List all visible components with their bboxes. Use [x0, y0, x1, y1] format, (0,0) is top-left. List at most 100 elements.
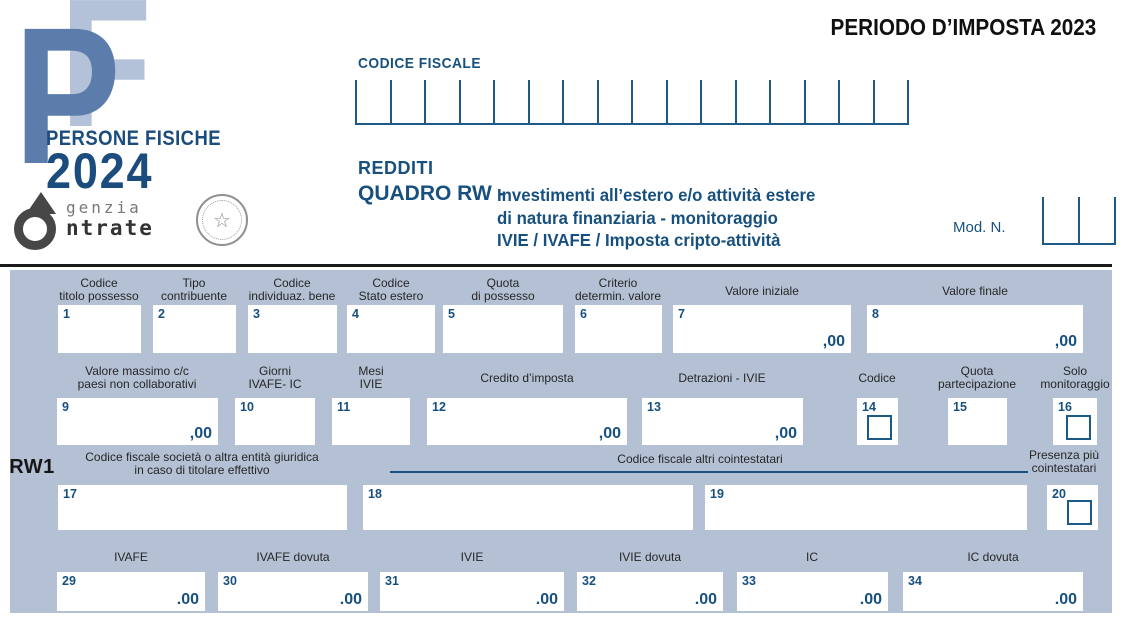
decimal-suffix: ,00 [774, 425, 797, 442]
cf-cell[interactable] [424, 80, 459, 123]
field-number: 31 [385, 574, 399, 588]
field-number: 14 [862, 400, 876, 414]
label-solo-monitoraggio: Solo monitoraggio [1040, 364, 1110, 391]
header-divider [0, 264, 1112, 267]
emblem-star-icon: ☆ [202, 200, 242, 240]
republic-emblem-icon: ☆ [196, 194, 248, 246]
codice-fiscale-input[interactable] [355, 80, 909, 125]
decimal-suffix: .00 [859, 591, 882, 608]
field-11-mesi-ivie-input[interactable]: 11 [332, 398, 410, 445]
field-4-stato-estero-input[interactable]: 4 [347, 305, 435, 353]
cf-cell[interactable] [562, 80, 597, 123]
field-number: 29 [62, 574, 76, 588]
field-16-checkbox[interactable] [1066, 415, 1091, 440]
field-30-ivafe-dovuta-input[interactable]: 30.00 [218, 572, 368, 611]
label-giorni-ivafe: Giorni IVAFE- IC [248, 364, 302, 391]
field-9-valore-massimo-input[interactable]: 9,00 [57, 398, 218, 445]
cf-cell[interactable] [803, 80, 839, 123]
field-10-giorni-ivafe-input[interactable]: 10 [235, 398, 315, 445]
label-stato-estero: Codice Stato estero [358, 276, 424, 303]
cf-cell[interactable] [389, 80, 425, 123]
modn-cell[interactable] [1042, 197, 1078, 243]
modn-cell[interactable] [1078, 197, 1114, 243]
label-ivie: IVIE [460, 550, 484, 564]
field-19-cf-cointestatario-input[interactable]: 19 [705, 485, 1027, 530]
quadro-rw-title: QUADRO RW - [358, 182, 505, 205]
field-29-ivafe-input[interactable]: 29.00 [57, 572, 205, 611]
label-detrazioni-ivie: Detrazioni - IVIE [678, 371, 766, 385]
field-number: 30 [223, 574, 237, 588]
field-14-checkbox[interactable] [867, 415, 892, 440]
label-ic: IC [806, 550, 818, 564]
field-32-ivie-dovuta-input[interactable]: 32.00 [577, 572, 723, 611]
field-3-individuaz-bene-input[interactable]: 3 [248, 305, 337, 353]
field-number: 9 [62, 400, 69, 414]
codice-fiscale-label: CODICE FISCALE [358, 55, 481, 72]
field-number: 6 [580, 307, 587, 321]
field-31-ivie-input[interactable]: 31.00 [380, 572, 564, 611]
field-number: 19 [710, 487, 724, 501]
field-2-tipo-contribuente-input[interactable]: 2 [153, 305, 236, 353]
mod-n-label: Mod. N. [953, 219, 1006, 236]
field-6-criterio-input[interactable]: 6 [575, 305, 662, 353]
field-5-quota-possesso-input[interactable]: 5 [443, 305, 563, 353]
field-14-codice-input[interactable]: 14 [857, 398, 898, 445]
field-number: 2 [158, 307, 165, 321]
mod-n-input[interactable] [1042, 197, 1116, 245]
field-number: 32 [582, 574, 596, 588]
field-15-quota-partecipazione-input[interactable]: 15 [948, 398, 1007, 445]
cf-cell[interactable] [734, 80, 770, 123]
field-20-presenza-cointestatari-input[interactable]: 20 [1047, 485, 1098, 530]
label-valore-finale: Valore finale [942, 284, 1008, 298]
field-number: 10 [240, 400, 254, 414]
field-18-cf-cointestatario-input[interactable]: 18 [363, 485, 693, 530]
field-33-ic-input[interactable]: 33.00 [737, 572, 888, 611]
decimal-suffix: ,00 [189, 425, 212, 442]
decimal-suffix: .00 [535, 591, 558, 608]
field-12-credito-imposta-input[interactable]: 12,00 [427, 398, 627, 445]
field-number: 8 [872, 307, 879, 321]
field-number: 11 [337, 400, 351, 414]
decimal-suffix: .00 [339, 591, 362, 608]
cointestatari-underline [390, 471, 1028, 473]
decimal-suffix: .00 [176, 591, 199, 608]
cf-cell[interactable] [355, 80, 390, 123]
field-16-solo-monitoraggio-input[interactable]: 16 [1053, 398, 1097, 445]
label-presenza-cointestatari: Presenza più cointestatari [1028, 448, 1100, 475]
cf-cell[interactable] [493, 80, 528, 123]
cf-cell[interactable] [700, 80, 735, 123]
label-titolo-possesso: Codice titolo possesso [59, 276, 139, 303]
field-1-titolo-possesso-input[interactable]: 1 [58, 305, 141, 353]
field-8-valore-finale-input[interactable]: 8,00 [867, 305, 1083, 353]
label-quota-possesso: Quota di possesso [471, 276, 535, 303]
label-mesi-ivie: Mesi IVIE [358, 364, 384, 391]
cf-cell[interactable] [458, 80, 494, 123]
label-codice: Codice [858, 371, 896, 385]
label-ic-dovuta: IC dovuta [967, 550, 1019, 564]
cf-cell[interactable] [872, 80, 908, 123]
decimal-suffix: ,00 [598, 425, 621, 442]
field-13-detrazioni-ivie-input[interactable]: 13,00 [642, 398, 803, 445]
cf-cell[interactable] [527, 80, 563, 123]
label-ivafe-dovuta: IVAFE dovuta [256, 550, 330, 564]
field-number: 13 [647, 400, 661, 414]
cf-cell[interactable] [665, 80, 701, 123]
label-ivafe: IVAFE [114, 550, 148, 564]
field-number: 17 [63, 487, 77, 501]
decimal-suffix: ,00 [1054, 333, 1077, 350]
row-code-rw1: RW1 [9, 456, 55, 478]
subtitle-line-2: di natura finanziaria - monitoraggio [497, 208, 778, 228]
field-7-valore-iniziale-input[interactable]: 7,00 [673, 305, 851, 353]
cf-cell[interactable] [631, 80, 666, 123]
cf-cell[interactable] [838, 80, 873, 123]
decimal-suffix: .00 [694, 591, 717, 608]
field-number: 34 [908, 574, 922, 588]
field-17-cf-societa-input[interactable]: 17 [58, 485, 347, 530]
cf-cell[interactable] [769, 80, 804, 123]
field-number: 7 [678, 307, 685, 321]
label-individuaz-bene: Codice individuaz. bene [248, 276, 336, 303]
field-20-checkbox[interactable] [1067, 500, 1092, 525]
cf-cell[interactable] [596, 80, 632, 123]
field-34-ic-dovuta-input[interactable]: 34.00 [903, 572, 1083, 611]
decimal-suffix: ,00 [822, 333, 845, 350]
